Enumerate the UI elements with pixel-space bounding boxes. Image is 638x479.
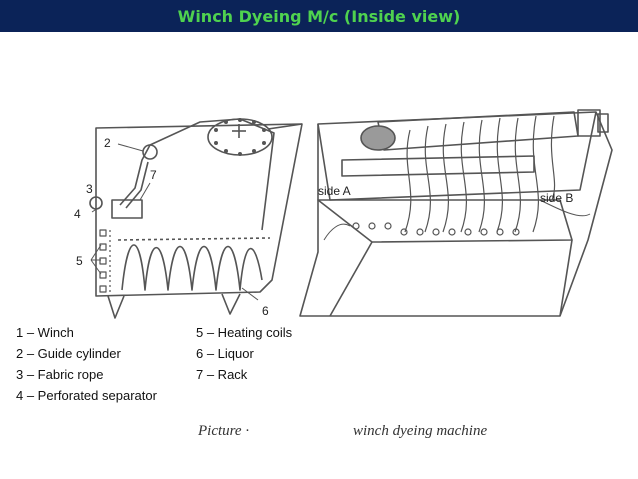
drive-motor — [577, 109, 601, 137]
callout-4: 4 — [74, 207, 81, 221]
caption-left: Picture · — [198, 423, 250, 439]
winch-drum — [207, 118, 273, 156]
legend-item: 5 – Heating coils — [196, 325, 293, 340]
callout-6: 6 — [262, 304, 269, 318]
guide-cylinder — [142, 144, 158, 160]
side-a-label: side A — [318, 184, 351, 198]
fabric-ropes-right — [404, 115, 556, 233]
winch-drum-bolts — [214, 118, 266, 156]
legend-left: 1 – Winch 2 – Guide cylinder 3 – Fabric … — [16, 322, 157, 406]
caption-right: winch dyeing machine — [353, 423, 488, 439]
callout-2: 2 — [104, 136, 111, 150]
legend-item: 3 – Fabric rope — [16, 367, 104, 382]
legend-right: 5 – Heating coils 6 – Liquor 7 – Rack — [196, 322, 292, 385]
callout-5: 5 — [76, 254, 83, 268]
guide-roll — [341, 155, 535, 177]
liquor-waves — [121, 244, 263, 291]
slide-title-bar: Winch Dyeing M/c (Inside view) — [0, 0, 638, 32]
callout-7: 7 — [150, 168, 157, 182]
callout-3: 3 — [86, 182, 93, 196]
rack — [111, 199, 143, 219]
side-b-label: side B — [540, 191, 574, 205]
legend-item: 6 – Liquor — [196, 346, 254, 361]
fabric-rope — [119, 118, 275, 231]
heating-coils — [99, 229, 111, 294]
legend-item: 1 – Winch — [16, 325, 74, 340]
rack-holes — [352, 222, 520, 236]
right-machine-leg — [221, 293, 241, 315]
slide-title: Winch Dyeing M/c (Inside view) — [177, 6, 461, 26]
right-machine-tray — [317, 199, 573, 243]
legend-item: 2 – Guide cylinder — [16, 346, 121, 361]
winch-machine-drawing — [89, 109, 613, 319]
drum-end — [360, 125, 396, 151]
left-machine-top-slope — [267, 123, 303, 130]
legend-item: 7 – Rack — [196, 367, 248, 382]
left-machine-body — [95, 123, 303, 297]
left-machine-leg — [107, 295, 125, 319]
legend-item: 4 – Perforated separator — [16, 388, 157, 403]
